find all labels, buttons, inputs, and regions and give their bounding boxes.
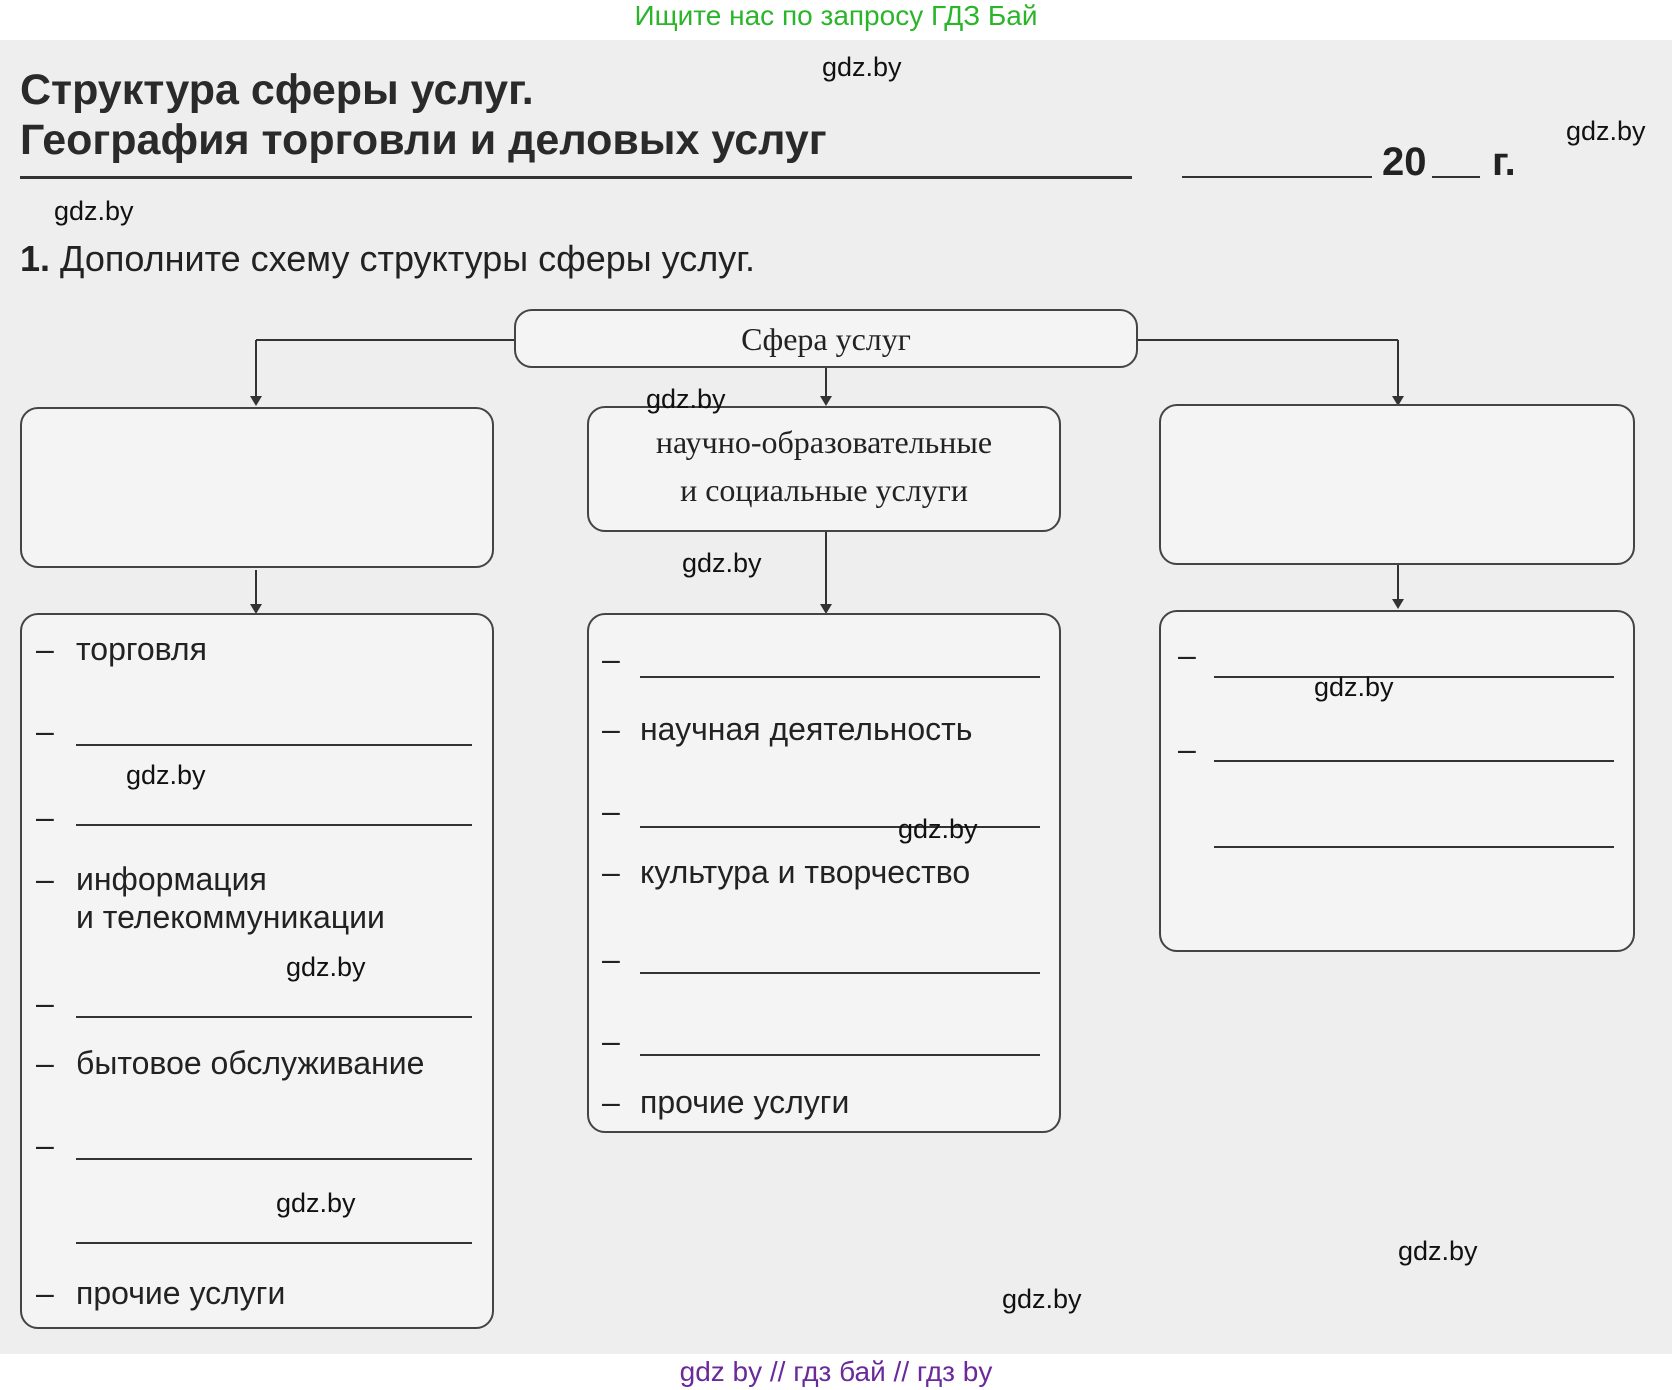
middle-list-blank[interactable] — [640, 676, 1040, 678]
dash-symbol: – — [36, 1275, 54, 1311]
watermark: gdz.by — [1566, 116, 1646, 146]
root-box: Сфера услуг — [514, 309, 1138, 368]
watermark: gdz.by — [276, 1188, 356, 1218]
middle-category-line2: и социальные услуги — [680, 472, 968, 508]
dash-symbol: – — [602, 793, 620, 829]
right-category-box[interactable] — [1159, 404, 1635, 565]
dash-symbol: – — [36, 1127, 54, 1163]
right-list-blank[interactable] — [1214, 846, 1614, 848]
dash-symbol: – — [602, 1023, 620, 1059]
dash-symbol: – — [36, 985, 54, 1021]
task-heading: 1. Дополните схему структуры сферы услуг… — [20, 238, 755, 280]
watermark: gdz.by — [1314, 672, 1394, 702]
watermark: gdz.by — [126, 760, 206, 790]
watermark: gdz.by — [682, 548, 762, 578]
dash-symbol: – — [36, 713, 54, 749]
dash-symbol: – — [602, 941, 620, 977]
year-label: 20 — [1382, 140, 1427, 184]
left-list-blank[interactable] — [76, 1242, 472, 1244]
left-category-box[interactable] — [20, 407, 494, 568]
watermark: gdz.by — [286, 952, 366, 982]
middle-list-blank[interactable] — [640, 1054, 1040, 1056]
dash-symbol: – — [602, 854, 620, 890]
task-number: 1. — [20, 238, 51, 279]
middle-category-line1: научно-образовательные — [655, 424, 993, 460]
left-list-box — [20, 613, 494, 1329]
left-list-item: и телекоммуникации — [76, 899, 385, 935]
left-list-item: бытовое обслуживание — [76, 1045, 425, 1081]
right-list-blank[interactable] — [1214, 760, 1614, 762]
dash-symbol: – — [36, 1045, 54, 1081]
watermark: gdz.by — [54, 196, 134, 226]
right-list-blank[interactable] — [1214, 676, 1614, 678]
middle-list-blank[interactable] — [640, 826, 1040, 828]
left-list-blank[interactable] — [76, 744, 472, 746]
left-list-item: информация — [76, 861, 267, 897]
middle-list-item: прочие услуги — [640, 1084, 850, 1120]
dash-symbol: – — [1178, 637, 1196, 673]
page-title-line2: География торговли и деловых услуг — [20, 116, 827, 164]
top-banner: Ищите нас по запросу ГДЗ Бай — [634, 0, 1038, 31]
middle-list-item: научная деятельность — [640, 711, 973, 747]
middle-category-box: научно-образовательные и социальные услу… — [587, 406, 1061, 532]
watermark: gdz.by — [822, 52, 902, 82]
left-list-blank[interactable] — [76, 1158, 472, 1160]
year-blank[interactable] — [1432, 176, 1480, 178]
watermark: gdz.by — [1002, 1284, 1082, 1314]
middle-list-item: культура и творчество — [640, 854, 971, 890]
title-underline — [20, 176, 1132, 179]
right-list-box — [1159, 610, 1635, 952]
dash-symbol: – — [36, 631, 54, 667]
dash-symbol: – — [602, 711, 620, 747]
watermark: gdz.by — [1398, 1236, 1478, 1266]
watermark: gdz.by — [646, 384, 726, 414]
year-suffix: г. — [1492, 140, 1516, 184]
left-list-blank[interactable] — [76, 824, 472, 826]
dash-symbol: – — [1178, 731, 1196, 767]
task-text: Дополните схему структуры сферы услуг. — [60, 238, 755, 279]
dash-symbol: – — [602, 641, 620, 677]
dash-symbol: – — [36, 799, 54, 835]
middle-list-blank[interactable] — [640, 972, 1040, 974]
date-blank[interactable] — [1182, 176, 1372, 178]
watermark: gdz.by — [898, 814, 978, 844]
page-title-line1: Структура сферы услуг. — [20, 66, 534, 114]
dash-symbol: – — [602, 1084, 620, 1120]
left-list-item: прочие услуги — [76, 1275, 286, 1311]
left-list-blank[interactable] — [76, 1016, 472, 1018]
dash-symbol: – — [36, 861, 54, 897]
root-box-label: Сфера услуг — [741, 321, 911, 357]
middle-list-box — [587, 613, 1061, 1133]
left-list-item: торговля — [76, 631, 207, 667]
bottom-banner: gdz by // гдз бай // гдз by — [0, 1354, 1672, 1390]
